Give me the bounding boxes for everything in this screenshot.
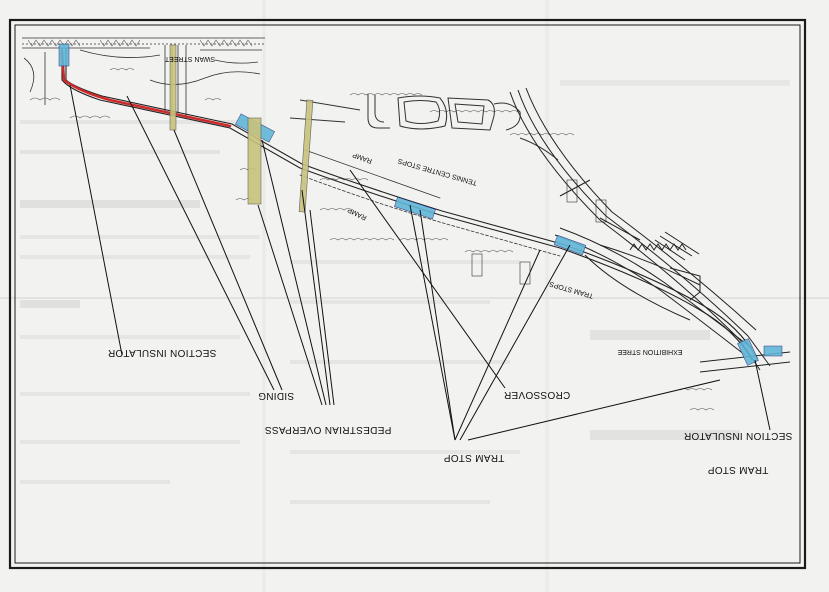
vegetation-hatching	[27, 39, 715, 411]
label-pedestrian-overpass: PEDESTRIAN OVERPASS	[265, 424, 392, 435]
tennis-centre-buildings	[289, 94, 559, 161]
label-exhibition-street: EXHIBITION STREE	[617, 348, 682, 355]
siding-bar	[247, 117, 262, 205]
label-crossover: CROSSOVER	[504, 389, 571, 400]
overpass-bar-swan	[169, 44, 177, 131]
label-tram-stop-right: TRAM STOP	[708, 464, 769, 475]
platform-swan-street	[58, 43, 70, 67]
tram-track-alignment	[60, 47, 758, 361]
label-ramp-lower: RAMP	[346, 206, 368, 221]
platform-tennis-centre	[394, 196, 436, 220]
label-tennis-centre-stops: TENNIS CENTRE STOPS	[397, 157, 478, 186]
label-ramp-upper: RAMP	[351, 151, 373, 165]
map-frame	[8, 18, 807, 570]
callout-leader-lines	[69, 84, 771, 441]
pedestrian-overpass-bars	[169, 44, 314, 213]
platform-exhibition-street	[737, 338, 759, 366]
label-section-insulator-left: SECTION INSULATOR	[108, 347, 217, 358]
label-tram-stops-right: TRAM STOPS	[549, 280, 595, 299]
label-section-insulator-right: SECTION INSULATOR	[684, 430, 793, 441]
reverse-side-show-through	[20, 80, 790, 504]
label-swan-street: SWAN STREET	[164, 55, 215, 62]
overpass-bar-1	[298, 99, 314, 213]
label-tram-stop-bottom: TRAM STOP	[444, 452, 505, 463]
label-siding: SIDING	[258, 390, 294, 401]
road-tags	[471, 179, 607, 285]
callout-labels: SECTION INSULATOR SIDING PEDESTRIAN OVER…	[108, 347, 793, 475]
platform-exhibition-east	[763, 345, 783, 357]
